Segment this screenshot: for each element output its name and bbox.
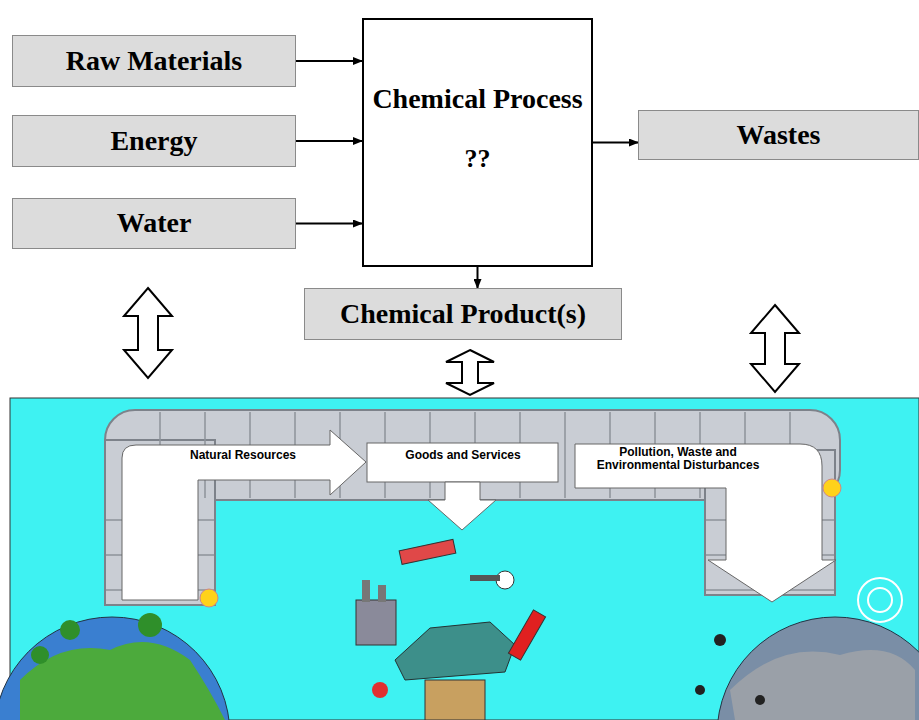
tree xyxy=(60,620,80,640)
input-box: Energy xyxy=(12,115,296,167)
background-panel xyxy=(10,398,919,720)
goods-box xyxy=(367,443,558,482)
swirl xyxy=(858,578,902,622)
flow-arrow xyxy=(296,60,362,62)
box-label: Raw Materials xyxy=(66,46,243,77)
product-box: Chemical Product(s) xyxy=(304,288,622,340)
double-arrow xyxy=(751,305,799,392)
pipe-label: Pollution, Waste and Environmental Distu… xyxy=(592,446,764,471)
swirl xyxy=(868,588,892,612)
land xyxy=(20,642,225,720)
earth-globe xyxy=(0,617,230,720)
box-label: Water xyxy=(117,208,192,239)
box-label: Chemical Process xyxy=(372,84,582,115)
oil-drop xyxy=(714,634,726,646)
box-label: Wastes xyxy=(737,120,821,151)
process-note: ?? xyxy=(465,145,491,174)
flow-arrow xyxy=(296,140,362,142)
tree xyxy=(138,613,162,637)
hammer xyxy=(470,575,500,581)
flow-arrow xyxy=(593,142,638,144)
box-label: Chemical Product(s) xyxy=(340,299,586,330)
double-arrow xyxy=(446,350,494,395)
flow-arrow xyxy=(296,223,362,225)
fruit xyxy=(372,682,388,698)
oil-drop xyxy=(755,695,765,705)
double-arrow xyxy=(124,288,172,378)
gear xyxy=(200,589,218,607)
box-item xyxy=(425,680,485,720)
waste-land xyxy=(730,650,915,720)
pipe-label: Natural Resources xyxy=(168,449,318,462)
factory xyxy=(356,600,396,645)
resource-arrow xyxy=(122,430,366,600)
waste-arrow xyxy=(575,444,836,602)
car xyxy=(395,622,515,680)
goods-arrow xyxy=(428,482,496,530)
input-box: Water xyxy=(12,198,296,249)
input-box: Raw Materials xyxy=(12,35,296,87)
gear xyxy=(823,479,841,497)
goods-item xyxy=(508,610,545,660)
process-box: Chemical Process?? xyxy=(362,18,593,267)
box-label: Energy xyxy=(110,126,197,157)
flow-arrow xyxy=(477,267,479,288)
goods-item xyxy=(399,539,456,564)
output-box: Wastes xyxy=(638,110,919,160)
tree xyxy=(31,646,49,664)
chimney xyxy=(362,580,370,602)
pipe-label: Goods and Services xyxy=(368,449,558,462)
polluted-globe xyxy=(717,617,919,720)
oil-drop xyxy=(695,685,705,695)
chimney xyxy=(378,585,386,602)
